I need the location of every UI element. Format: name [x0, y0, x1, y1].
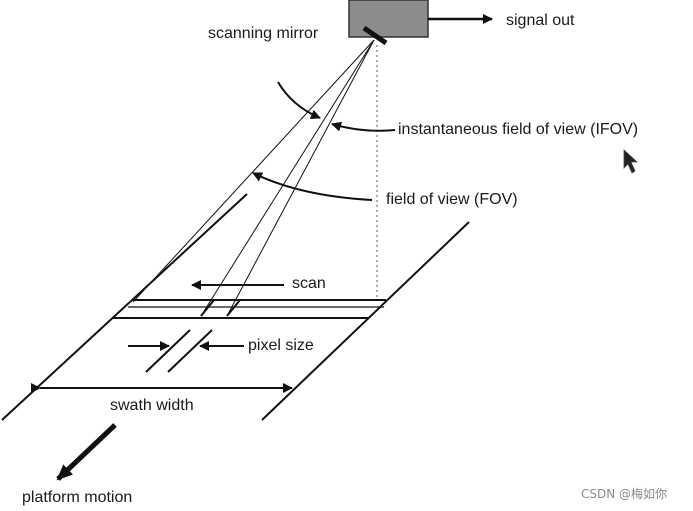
ifov-ray-1	[200, 39, 375, 317]
scan-label: scan	[292, 275, 326, 292]
ifov-ray-2	[226, 39, 375, 317]
platform-motion-label: platform motion	[22, 489, 132, 506]
scanning-mirror-label: scanning mirror	[208, 25, 319, 42]
swath-right-edge	[261, 221, 470, 421]
mouse-pointer-icon	[623, 149, 639, 174]
pixel-tick-upper-left	[200, 299, 215, 317]
ifov-arc-arrow	[277, 81, 321, 120]
scanning-mirror-icon	[362, 25, 388, 46]
fov-arc-arrow	[252, 172, 373, 201]
pixel-size-label: pixel size	[248, 337, 314, 354]
signal-out-label: signal out	[506, 12, 575, 29]
pixel-tick-upper-right	[226, 299, 241, 317]
sensor-box-icon	[348, 0, 429, 38]
ifov-label-arrow	[331, 121, 396, 132]
fov-ray-outer	[132, 39, 375, 303]
pixel-line-right	[167, 329, 213, 373]
platform-motion-arrow	[56, 423, 117, 481]
pixel-line-left	[145, 329, 191, 373]
swath-left-edge	[1, 193, 248, 421]
fov-label: field of view (FOV)	[386, 191, 518, 208]
swath-width-label: swath width	[110, 397, 194, 414]
ifov-label: instantaneous field of view (IFOV)	[398, 121, 638, 138]
watermark: CSDN @梅如你	[581, 486, 667, 501]
